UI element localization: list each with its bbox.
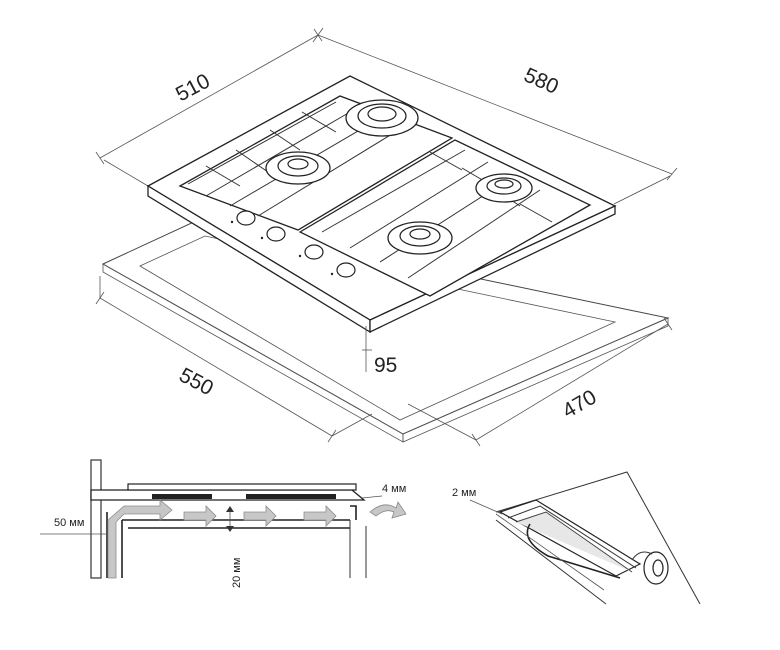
airflow-out-arrow <box>369 501 407 519</box>
knob-2 <box>266 226 286 242</box>
burner-front-medium <box>387 221 453 255</box>
dimension-95: 95 <box>362 326 397 377</box>
seal-label: 2 мм <box>452 487 476 499</box>
cutout-outline <box>101 219 670 443</box>
airflow-arrows <box>107 499 337 579</box>
edge-label: 4 мм <box>382 483 406 495</box>
burner-section-right <box>246 494 336 499</box>
knob-1 <box>236 210 256 226</box>
burner-left-medium <box>265 151 331 185</box>
burner-section-left <box>152 494 212 499</box>
knob-4 <box>336 262 356 278</box>
dimension-580-label: 580 <box>521 64 562 99</box>
dimension-470-label: 470 <box>559 386 601 423</box>
clearance-label: 20 мм <box>231 558 243 588</box>
hob-isometric-view: 510 580 550 <box>95 27 678 447</box>
wall <box>90 459 102 579</box>
seal-detail-view: 2 мм <box>452 471 701 605</box>
control-knobs <box>230 210 356 278</box>
dimension-510-label: 510 <box>172 70 214 107</box>
knob-3 <box>304 244 324 260</box>
dimension-95-label: 95 <box>374 354 397 377</box>
gap-label: 50 мм <box>54 517 84 529</box>
side-section-view: 20 мм 50 мм 4 мм <box>40 459 407 588</box>
burner-right-small <box>475 173 533 203</box>
dimension-550-label: 550 <box>175 364 217 401</box>
burner-rear-large <box>345 99 419 137</box>
hob-body <box>127 483 357 491</box>
